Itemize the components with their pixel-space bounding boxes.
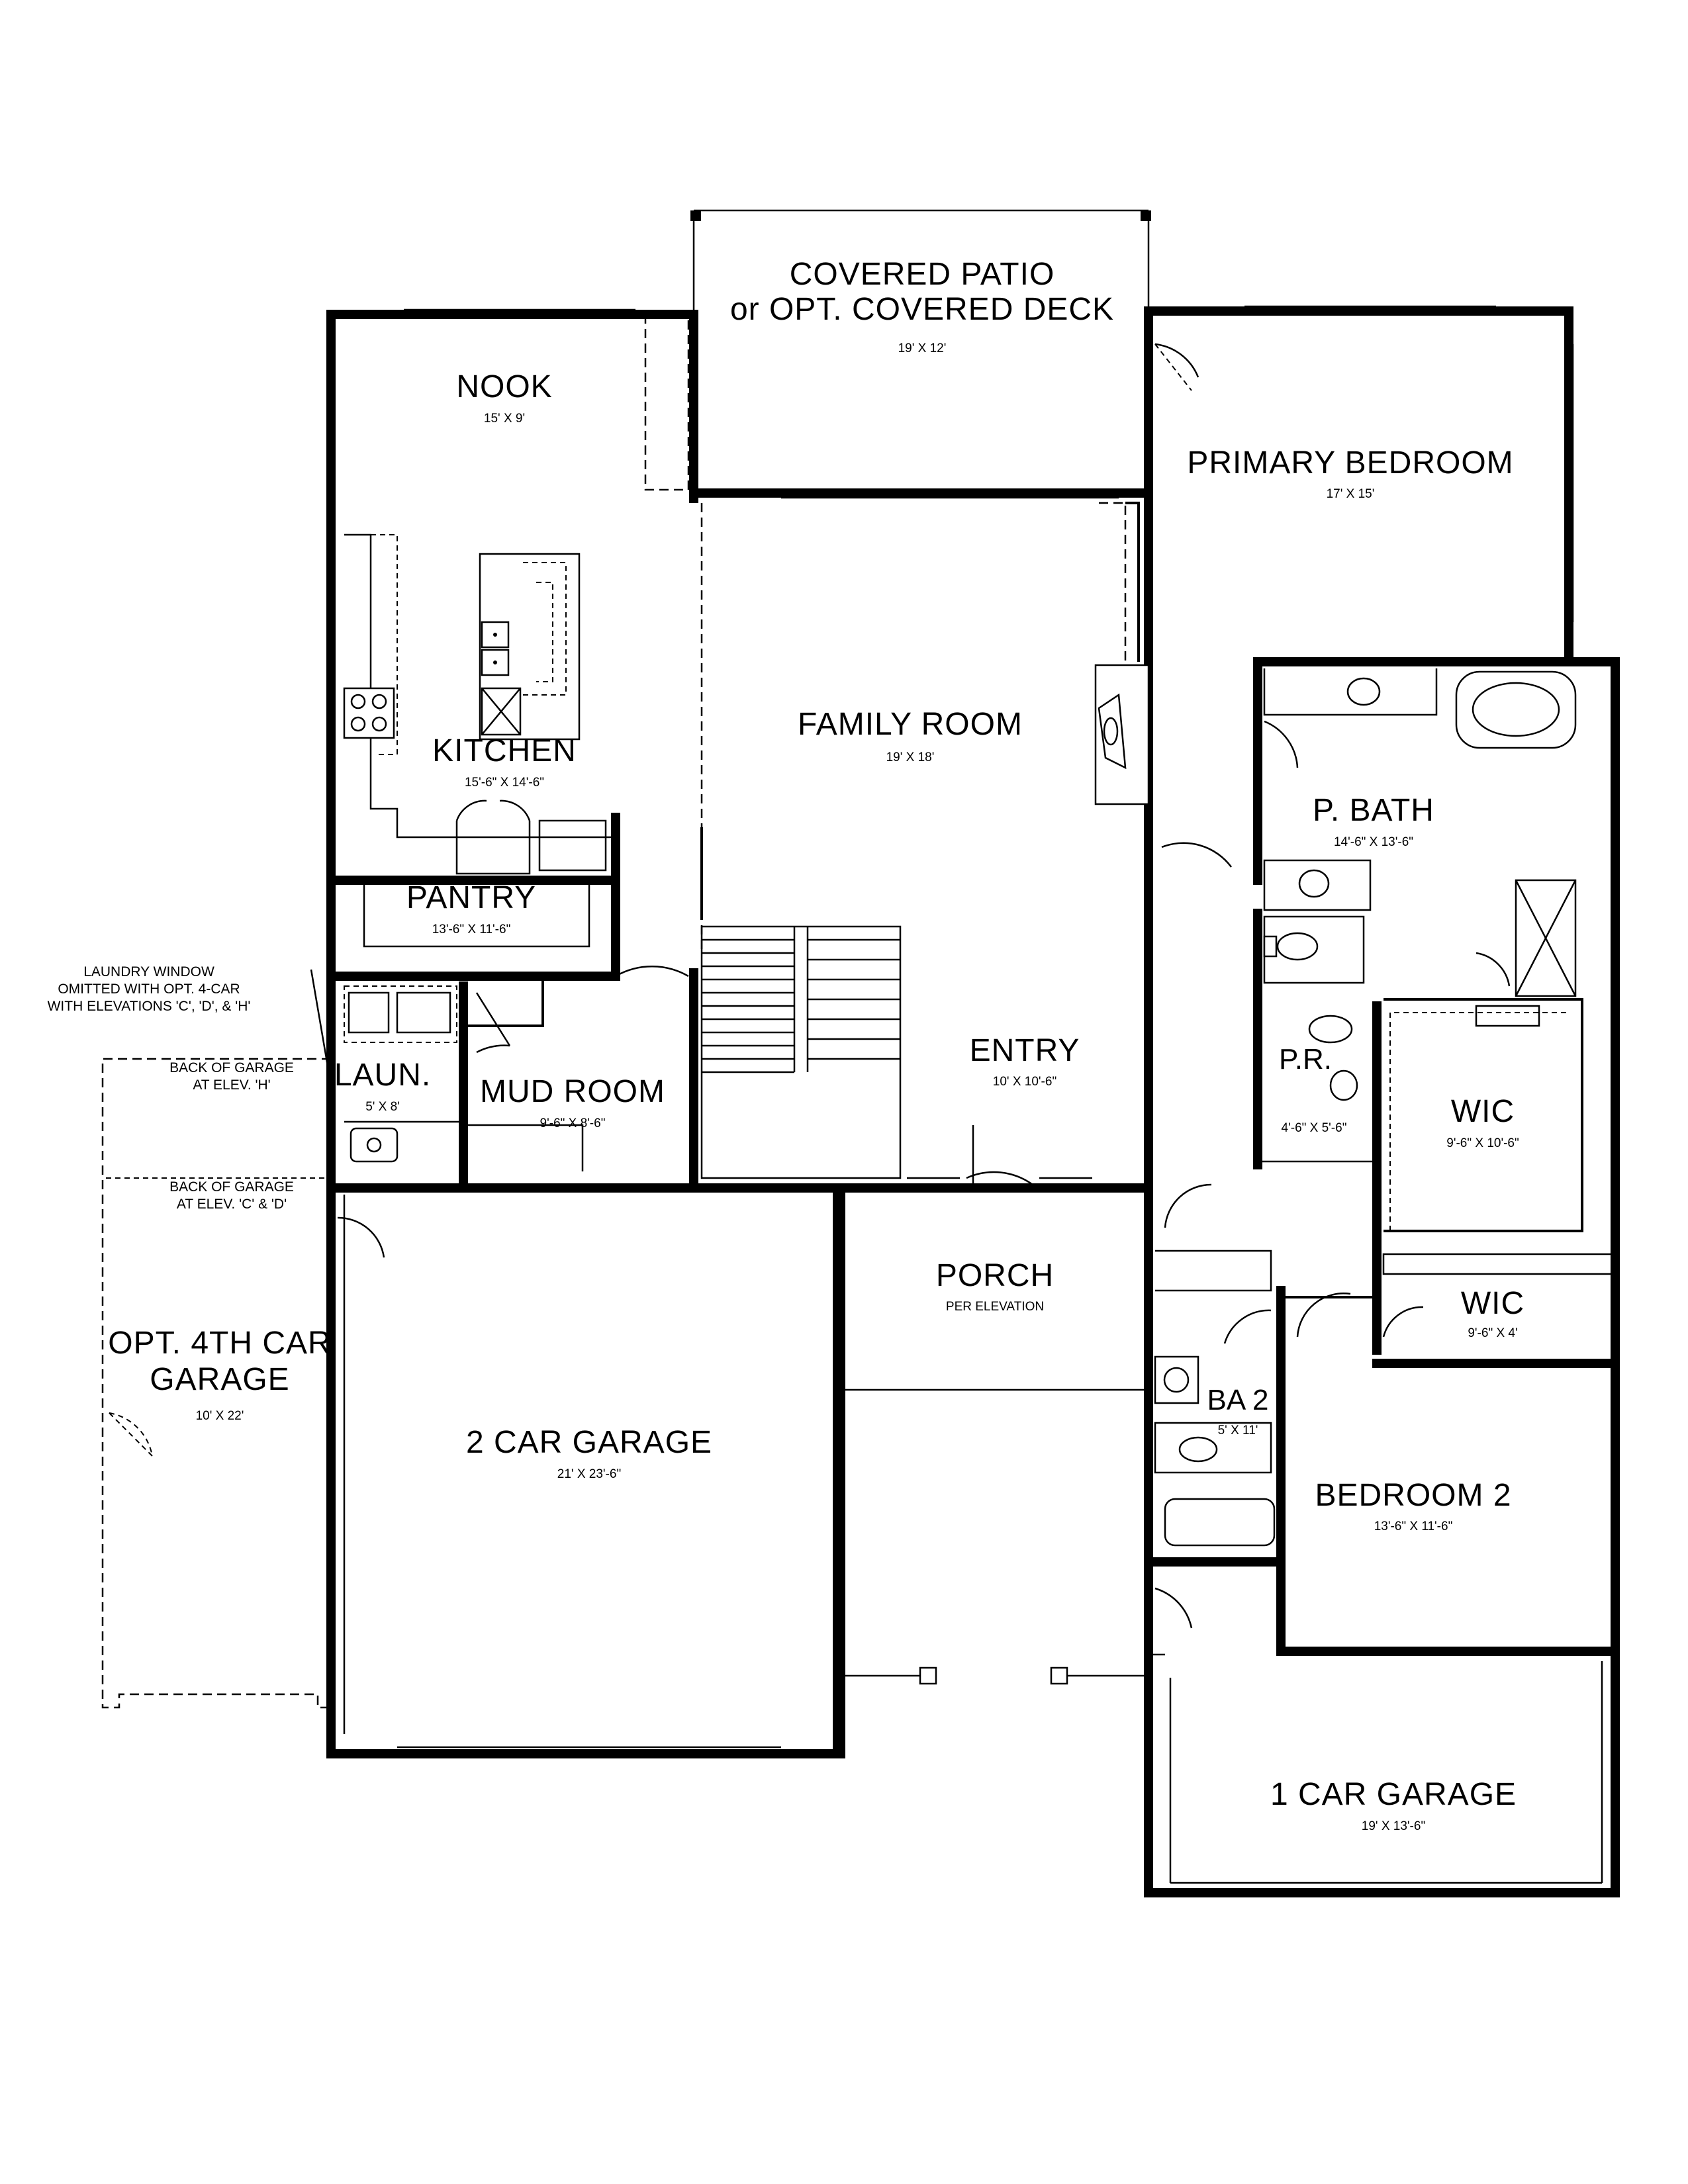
opt-4th-car-garage-label-2: GARAGE (150, 1362, 289, 1397)
porch-dims: PER ELEVATION (946, 1300, 1044, 1314)
back-of-garage-cd-note-2: AT ELEV. 'C' & 'D' (177, 1197, 287, 1212)
pantry-label: PANTRY (406, 880, 536, 915)
wic-1-label: WIC (1451, 1094, 1515, 1129)
mud-room-label: MUD ROOM (480, 1074, 665, 1109)
pantry-dims: 13'-6" X 11'-6" (432, 923, 511, 936)
opt-4th-car-garage-dims: 10' X 22' (196, 1409, 244, 1423)
back-of-garage-h-note-2: AT ELEV. 'H' (193, 1077, 270, 1093)
wic-1-dims: 9'-6" X 10'-6" (1446, 1136, 1519, 1150)
covered-patio-dims: 19' X 12' (898, 341, 947, 355)
laundry-dims: 5' X 8' (365, 1100, 400, 1114)
stair-treads (702, 938, 900, 1073)
two-car-garage-label: 2 CAR GARAGE (466, 1425, 712, 1460)
primary-bedroom-label: PRIMARY BEDROOM (1187, 445, 1513, 480)
bedroom-2-dims: 13'-6" X 11'-6" (1374, 1520, 1453, 1533)
back-of-garage-cd-note-1: BACK OF GARAGE (169, 1179, 294, 1195)
opt-4th-car-garage-label: OPT. 4TH CAR (108, 1326, 331, 1361)
powder-room-dims: 4'-6" X 5'-6" (1282, 1121, 1347, 1135)
room-labels: COVERED PATIO or OPT. COVERED DECK 19' X… (108, 257, 1524, 1833)
plan-notes: LAUNDRY WINDOW OMITTED WITH OPT. 4-CAR W… (48, 964, 294, 1212)
entry-dims: 10' X 10'-6" (993, 1075, 1056, 1089)
kitchen-dims: 15'-6" X 14'-6" (465, 776, 544, 790)
laundry-window-note-1: LAUNDRY WINDOW (83, 964, 214, 979)
laundry-window-note-2: OMITTED WITH OPT. 4-CAR (58, 981, 240, 997)
ba-2-dims: 5' X 11' (1218, 1424, 1258, 1437)
nook-dims: 15' X 9' (484, 412, 525, 426)
p-bath-dims: 14'-6" X 13'-6" (1334, 835, 1413, 849)
entry-label: ENTRY (970, 1033, 1080, 1068)
covered-patio-label-2: or OPT. COVERED DECK (730, 292, 1114, 327)
two-car-garage-dims: 21' X 23'-6" (557, 1467, 621, 1481)
p-bath-label: P. BATH (1313, 793, 1434, 828)
family-room-label: FAMILY ROOM (798, 707, 1023, 742)
exterior-walls (326, 306, 1620, 1897)
bedroom-2-label: BEDROOM 2 (1315, 1478, 1511, 1513)
laundry-label: LAUN. (334, 1058, 431, 1093)
primary-bedroom-dims: 17' X 15' (1327, 487, 1375, 501)
powder-room-label: P.R. (1279, 1043, 1332, 1075)
porch-label: PORCH (936, 1258, 1054, 1293)
wic-2-dims: 9'-6" X 4' (1468, 1326, 1517, 1340)
ba-2-label: BA 2 (1207, 1384, 1269, 1416)
one-car-garage-label: 1 CAR GARAGE (1270, 1777, 1517, 1812)
family-room-dims: 19' X 18' (886, 751, 935, 764)
mud-room-dims: 9'-6" X 8'-6" (540, 1116, 606, 1130)
laundry-window-note-3: WITH ELEVATIONS 'C', 'D', & 'H' (48, 999, 251, 1014)
kitchen-label: KITCHEN (432, 733, 577, 768)
one-car-garage-dims: 19' X 13'-6" (1362, 1819, 1425, 1833)
back-of-garage-h-note-1: BACK OF GARAGE (169, 1060, 294, 1075)
nook-label: NOOK (456, 369, 552, 404)
covered-patio-label: COVERED PATIO (790, 257, 1055, 292)
interior-details (101, 209, 1617, 1884)
wic-2-label: WIC (1461, 1286, 1524, 1321)
